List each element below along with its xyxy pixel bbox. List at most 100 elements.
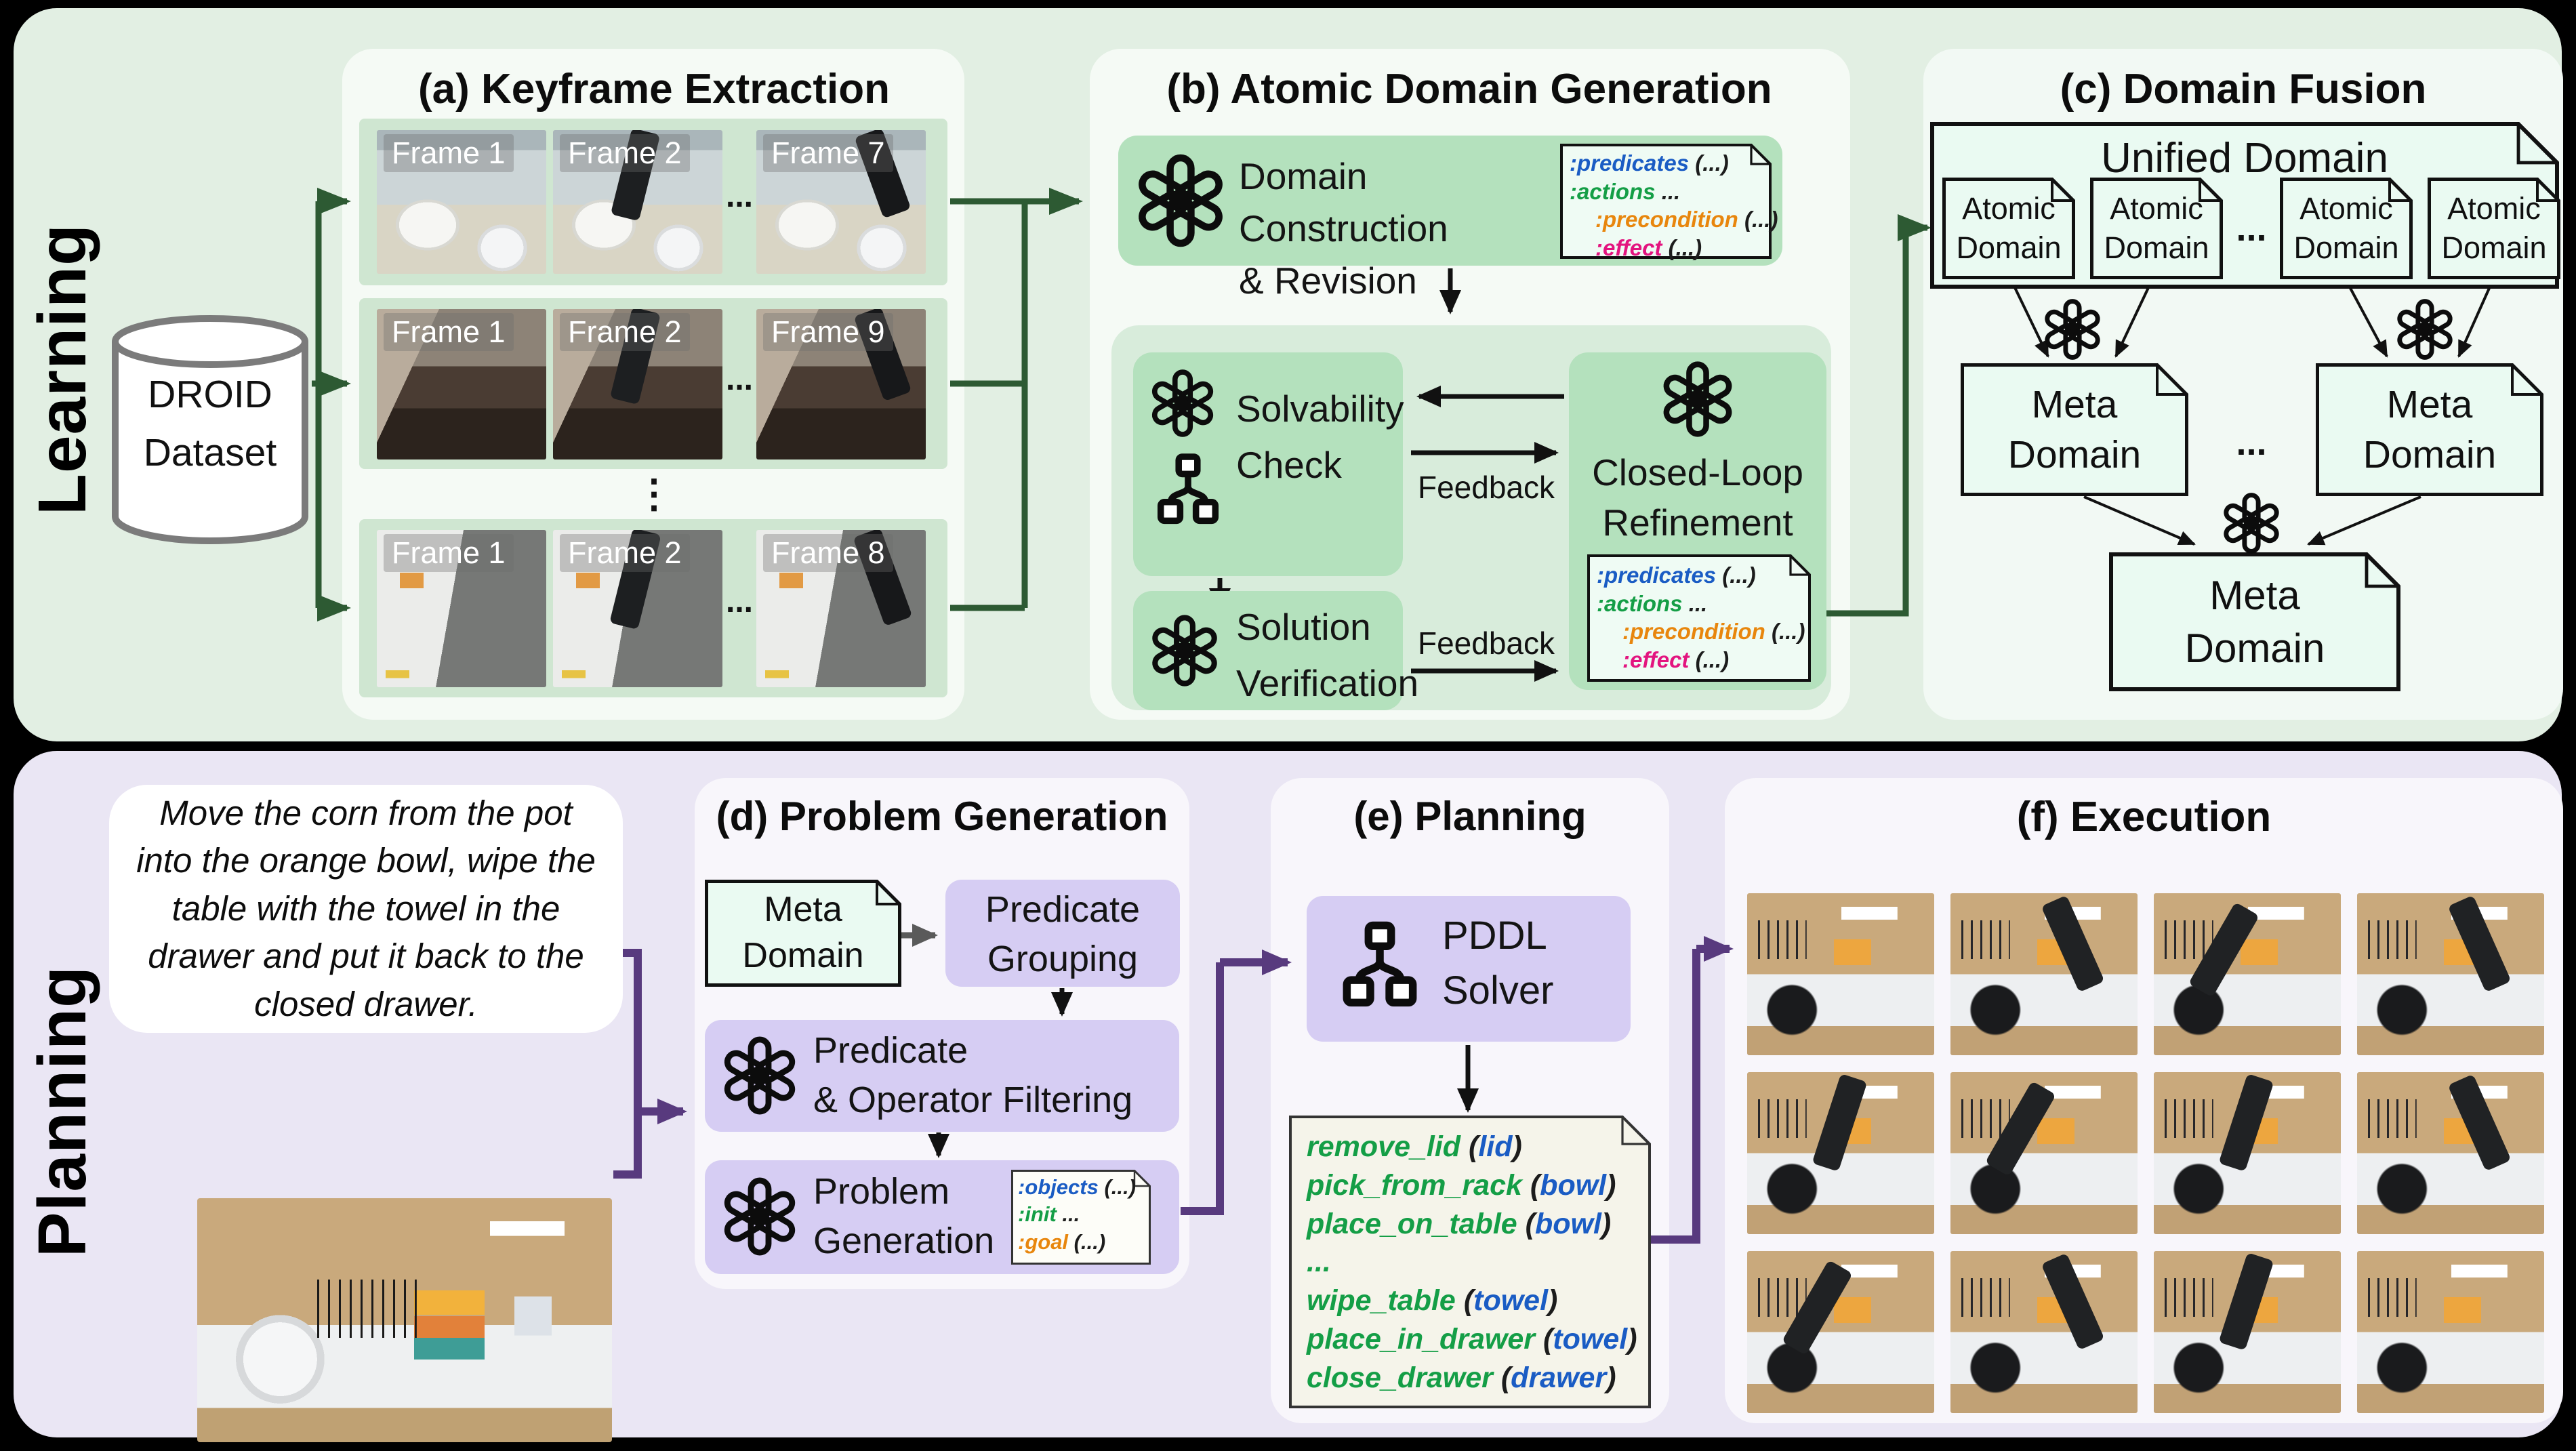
feedback-label: Feedback: [1417, 470, 1555, 505]
execution-frame: [2154, 893, 2341, 1055]
frame-label: Frame 2: [560, 134, 690, 172]
closed-loop-label: Closed-Loop Refinement: [1592, 451, 1803, 544]
gpt-logo-glyph: [2397, 299, 2453, 360]
domain-construction-label: Domain Construction & Revision: [1239, 155, 1448, 302]
domain-fusion-title: (c) Domain Fusion: [2060, 66, 2427, 113]
plan-step: close_drawer: [1307, 1361, 1493, 1394]
gpt-logo-glyph: [1152, 615, 1217, 687]
plan-note: remove_lid (lid) pick_from_rack (bowl) p…: [1289, 1116, 1651, 1408]
fusion-ellipsis: ...: [2236, 422, 2267, 463]
keyframe-image: Frame 9: [756, 309, 926, 459]
atomic-domain-doc: Atomic Domain: [2280, 178, 2413, 279]
problem-generation-title: (d) Problem Generation: [716, 794, 1168, 839]
gpt-icon: [2220, 492, 2283, 554]
database-cylinder-icon: [112, 315, 308, 544]
pddl-domain-note: :predicates (...) :actions ... :precondi…: [1587, 554, 1811, 682]
gpt-logo-glyph: [2224, 493, 2279, 554]
frame-label: Frame 2: [560, 534, 690, 572]
execution-frame: [1747, 1072, 1934, 1234]
search-tree-icon: [1336, 916, 1423, 1021]
task-instruction: Move the corn from the pot into the oran…: [109, 785, 623, 1033]
pddl-domain-note: :predicates (...) :actions ... :precondi…: [1560, 144, 1778, 260]
execution-grid: [1747, 893, 2544, 1413]
frame-label: Frame 7: [763, 134, 893, 172]
execution-frame: [2357, 1251, 2544, 1413]
execution-frame: [1747, 1251, 1934, 1413]
predicate-grouping-label: Predicate Grouping: [985, 889, 1141, 979]
tree-glyph: [1157, 453, 1219, 525]
objects-key: :objects: [1018, 1175, 1099, 1199]
keyframe-image: Frame 2: [553, 309, 722, 459]
plan-step: wipe_table: [1307, 1284, 1456, 1317]
execution-title: (f) Execution: [2016, 794, 2272, 840]
keyframe-image: Frame 7: [756, 130, 926, 274]
keyframe-image: Frame 1: [377, 309, 546, 459]
learning-section-label: Learning: [24, 223, 100, 516]
rows-vertical-ellipsis: ⋮: [634, 472, 674, 516]
goal-key: :goal: [1018, 1229, 1069, 1254]
problem-generation-label: Problem Generation: [813, 1171, 995, 1261]
gpt-icon: [1148, 614, 1221, 687]
execution-frame: [1950, 1251, 2138, 1413]
feedback-label: Feedback: [1417, 626, 1555, 661]
plan-step: remove_lid: [1307, 1130, 1461, 1163]
effect-key: :effect: [1595, 234, 1662, 260]
search-tree-icon: [1152, 449, 1224, 537]
atomic-domain-doc: Atomic Domain: [2090, 178, 2223, 279]
meta-domain-doc: Meta Domain: [705, 880, 901, 987]
plan-step: pick_from_rack: [1307, 1168, 1522, 1202]
gpt-icon: [2041, 298, 2104, 361]
execution-frame: [2357, 1072, 2544, 1234]
meta-domain-doc: Meta Domain: [2316, 363, 2543, 496]
gpt-icon: [1133, 153, 1228, 248]
execution-frame: [1747, 893, 1934, 1055]
keyframe-title: (a) Keyframe Extraction: [417, 66, 891, 113]
frame-label: Frame 2: [560, 313, 690, 351]
gpt-logo-glyph: [724, 1177, 796, 1256]
gpt-logo-glyph: [2045, 299, 2100, 360]
droid-dataset-label: DROID Dataset: [143, 373, 277, 474]
frame-label: Frame 1: [384, 134, 514, 172]
frame-label: Frame 1: [384, 313, 514, 351]
keyframe-image: Frame 2: [553, 530, 722, 687]
row-ellipsis: ...: [725, 178, 753, 214]
planning-step-title: (e) Planning: [1353, 794, 1587, 839]
fusion-ellipsis: ...: [2236, 208, 2267, 249]
unified-domain-label: Unified Domain: [2101, 135, 2388, 182]
gpt-logo-glyph: [1151, 369, 1214, 437]
scene-photo: [197, 1198, 612, 1442]
execution-frame: [2357, 893, 2544, 1055]
execution-frame: [2154, 1251, 2341, 1413]
gpt-logo-glyph: [1139, 154, 1223, 247]
plan-step: place_on_table: [1307, 1207, 1517, 1240]
gpt-icon: [720, 1177, 800, 1256]
actions-key: :actions: [1570, 178, 1656, 204]
solution-verification-label: Solution Verification: [1236, 606, 1419, 704]
frame-label: Frame 8: [763, 534, 893, 572]
plan-ellipsis: ...: [1307, 1246, 1331, 1279]
pddl-solver-label: PDDL Solver: [1442, 914, 1554, 1013]
row-ellipsis: ...: [725, 584, 753, 619]
predicate-operator-filtering-label: Predicate & Operator Filtering: [813, 1030, 1133, 1120]
keyframe-image: Frame 1: [377, 530, 546, 687]
gpt-logo-glyph: [724, 1036, 796, 1115]
gpt-icon: [1148, 369, 1217, 438]
meta-domain-doc: Meta Domain: [2109, 552, 2400, 691]
keyframe-image: Frame 2: [553, 130, 722, 274]
frame-label: Frame 9: [763, 313, 893, 351]
frame-label: Frame 1: [384, 534, 514, 572]
pddl-solver-box: [1307, 896, 1631, 1042]
atomic-domain-doc: Atomic Domain: [2428, 178, 2560, 279]
gpt-icon: [1659, 361, 1736, 438]
plan-step: place_in_drawer: [1307, 1322, 1536, 1355]
gpt-icon: [2394, 298, 2456, 361]
gpt-logo-glyph: [1663, 361, 1732, 437]
gpt-icon: [720, 1036, 800, 1116]
predicate-grouping-box: [945, 880, 1180, 987]
planning-section-label: Planning: [24, 965, 100, 1258]
solvability-check-label: Solvability Check: [1236, 388, 1404, 486]
keyframe-image: Frame 1: [377, 130, 546, 274]
tree-glyph: [1343, 921, 1417, 1007]
pddl-problem-note: :objects (...) :init ... :goal (...): [1011, 1170, 1151, 1265]
